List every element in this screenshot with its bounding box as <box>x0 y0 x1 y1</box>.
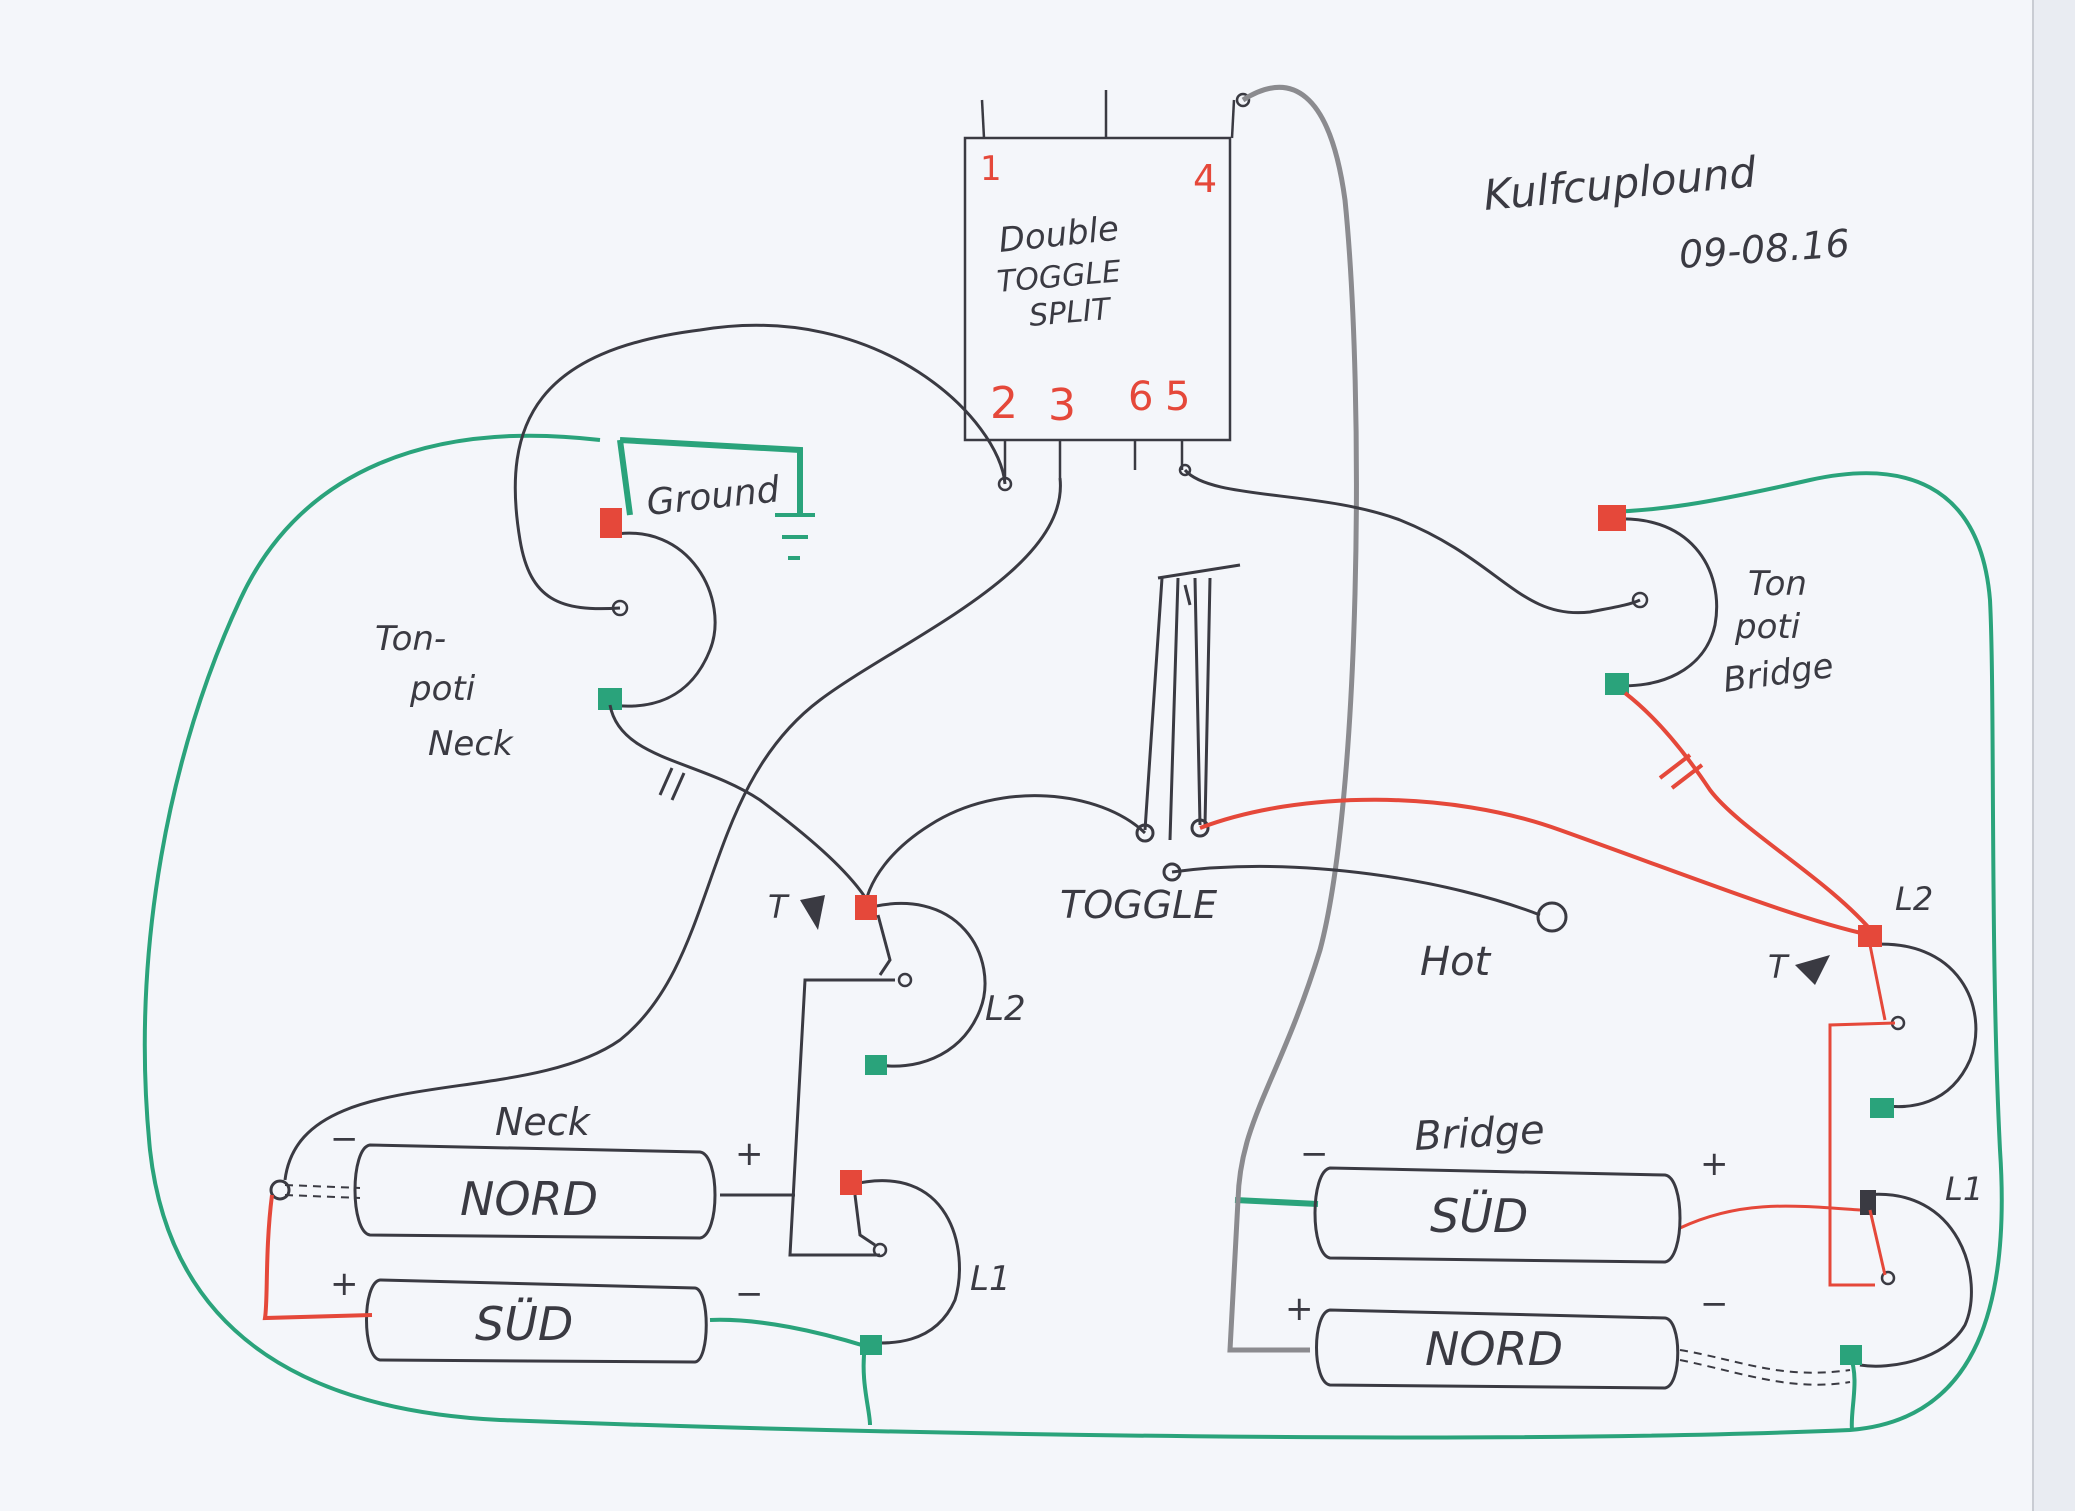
paper-edge <box>2032 0 2075 1511</box>
hot-output-terminal <box>1536 901 1568 933</box>
bridge-sud-label: SÜD <box>1430 1189 1528 1243</box>
bridge-nord-dashed-wire <box>1679 1349 1851 1386</box>
green-neck-south-wire <box>709 1317 872 1426</box>
tone-bridge-label-3: Bridge <box>1721 646 1836 701</box>
bridge-tone-capacitor <box>1658 753 1704 790</box>
tone-bridge-label-2: poti <box>1734 607 1801 647</box>
wire-toggle-to-hot <box>1171 865 1541 917</box>
switch-pin-4: 4 <box>1193 157 1217 201</box>
ground-symbol <box>775 513 815 560</box>
switch-title-line1: Double <box>997 209 1121 261</box>
neck-sud-minus: − <box>735 1274 764 1314</box>
neck-sud-plus: + <box>330 1264 359 1304</box>
bridge-sud-plus: + <box>1700 1144 1729 1184</box>
red-bridge-return-wire <box>1828 1021 1896 1287</box>
neck-nord-label: NORD <box>460 1172 598 1226</box>
bridge-pickup <box>1313 1166 1682 1390</box>
switch-pin-6: 6 <box>1128 374 1153 420</box>
tone-pot-bridge <box>1598 505 1719 695</box>
double-toggle-split-switch <box>963 90 1251 492</box>
neck-l2-coil <box>800 895 987 1075</box>
neck-tone-capacitor <box>658 767 686 801</box>
author-label: Kulfcuplound <box>1482 147 1759 220</box>
neck-l2-return-wire <box>788 978 895 1257</box>
wire-neck-cap <box>608 704 872 906</box>
wire-pin5-to-bridge-pot <box>1183 468 1641 615</box>
bridge-l1-coil <box>1840 1190 1973 1368</box>
red-neck-jumper <box>262 1194 373 1321</box>
red-bridge-plus-wire <box>1679 1204 1861 1230</box>
red-bridge-cap-wire <box>1623 691 1877 937</box>
switch-pin-2: 2 <box>990 378 1018 429</box>
neck-nord-plus: + <box>735 1134 764 1174</box>
neck-nord-minus: − <box>330 1119 359 1159</box>
tone-neck-label-1: Ton- <box>375 619 446 659</box>
wire-pin3-to-neck-ground <box>283 477 1062 1181</box>
bridge-nord-minus: − <box>1700 1284 1729 1324</box>
neck-sud-label: SÜD <box>475 1297 573 1351</box>
bridge-nord-label: NORD <box>1425 1322 1563 1376</box>
ground-bracket <box>617 437 803 516</box>
neck-label: Neck <box>495 1100 592 1144</box>
bridge-l2-coil <box>1795 925 1978 1118</box>
toggle-label: TOGGLE <box>1060 883 1217 927</box>
ground-label: Ground <box>645 469 783 524</box>
switch-pin-5: 5 <box>1165 374 1190 420</box>
red-toggle-to-bridge-l2 <box>1199 797 1871 937</box>
bridge-l1-label: L1 <box>1945 1170 1983 1208</box>
switch-pin-1: 1 <box>980 149 1002 189</box>
neck-l2-label: L2 <box>985 989 1026 1029</box>
date-label: 09-08.16 <box>1678 221 1852 277</box>
wire-pin2-to-neck-pot <box>513 323 1007 611</box>
toggle-switch <box>1135 563 1241 882</box>
bridge-label: Bridge <box>1413 1107 1546 1160</box>
green-bridge-coil-wire <box>1848 1354 1857 1431</box>
tone-bridge-label-1: Ton <box>1748 564 1807 604</box>
neck-ground-solder <box>269 1179 291 1201</box>
grey-ground-wire <box>1227 84 1359 1353</box>
hot-label: Hot <box>1420 939 1492 985</box>
switch-title-line3: SPLIT <box>1028 292 1114 334</box>
bridge-t-label: T <box>1768 948 1790 986</box>
green-ground-loop <box>142 433 2004 1440</box>
tone-neck-label-3: Neck <box>428 724 514 764</box>
wire-toggle-to-neck-l2 <box>863 794 1147 906</box>
neck-l1-label: L1 <box>970 1259 1011 1299</box>
switch-pin-3: 3 <box>1048 380 1076 431</box>
neck-t-label: T <box>768 888 790 926</box>
bridge-l2-label: L2 <box>1895 880 1933 918</box>
bridge-nord-plus: + <box>1285 1289 1314 1329</box>
neck-l1-coil <box>840 1170 961 1355</box>
neck-ground-dashed <box>284 1184 361 1199</box>
tone-neck-label-2: poti <box>409 669 476 709</box>
bridge-sud-minus: − <box>1300 1134 1329 1174</box>
neck-pickup <box>353 1143 717 1364</box>
green-bridge-ground-wire <box>1234 1197 1319 1207</box>
